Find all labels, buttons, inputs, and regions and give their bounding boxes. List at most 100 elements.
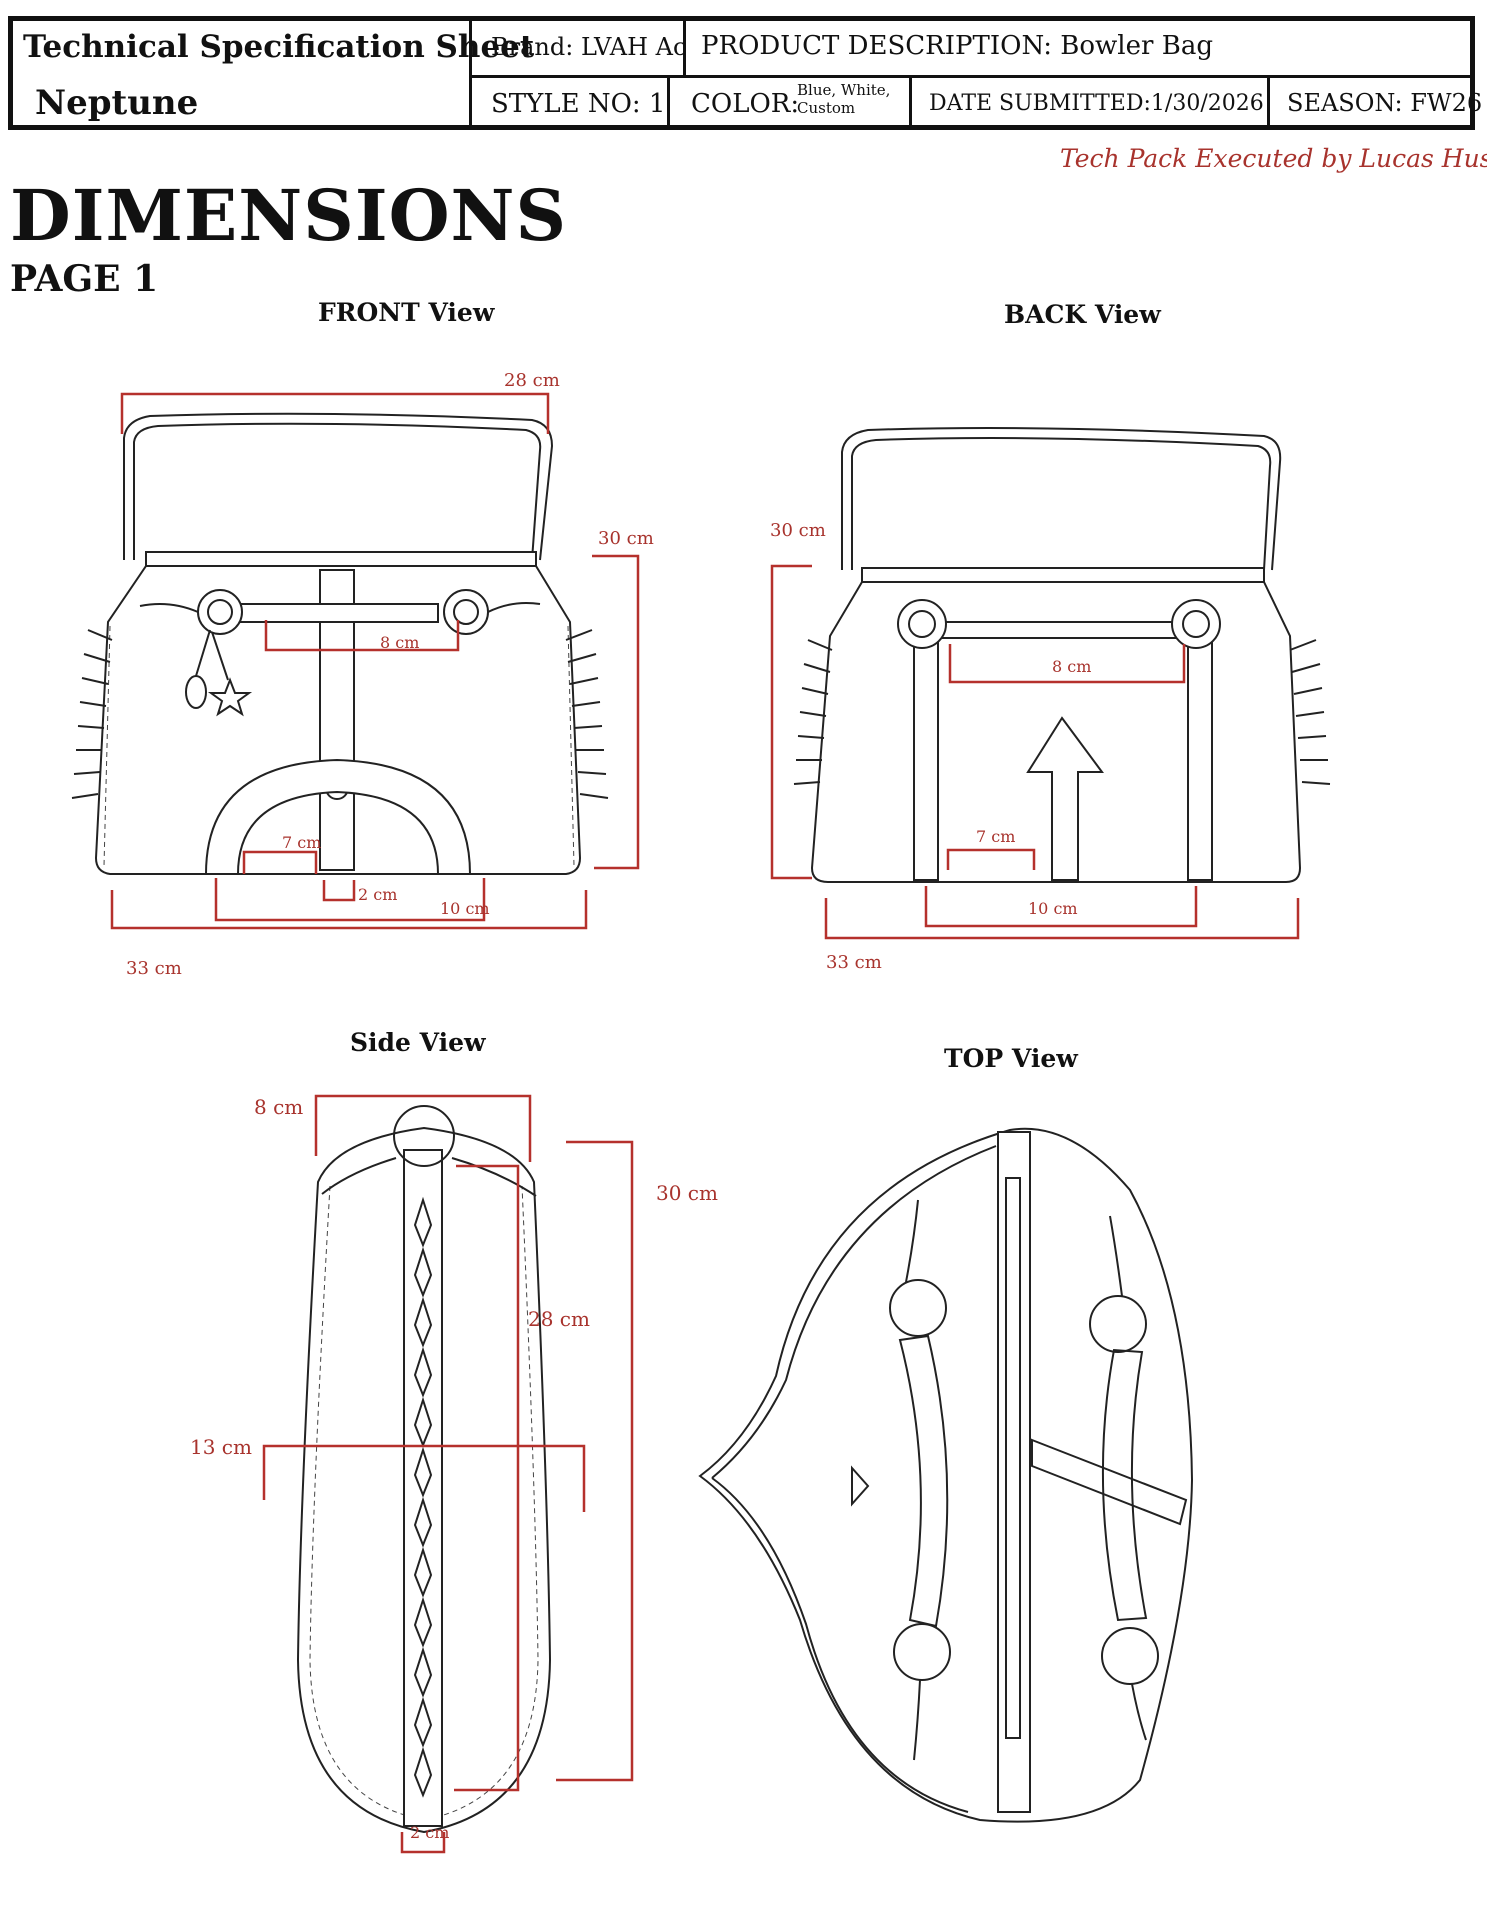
header-divider	[683, 21, 686, 75]
dim-line-2cm	[322, 880, 356, 902]
front-cross-strap	[235, 603, 439, 623]
top-o-ring	[889, 1279, 947, 1337]
front-view-title: FRONT View	[318, 298, 495, 327]
dim-line-28cm	[454, 1164, 520, 1792]
back-handle	[841, 427, 1282, 571]
dim-label: 13 cm	[190, 1435, 252, 1459]
top-o-ring	[893, 1623, 951, 1681]
front-handle	[123, 412, 554, 561]
header-divider	[909, 75, 912, 125]
front-rope	[139, 602, 541, 613]
color-value-line1: Blue, White,	[797, 81, 891, 99]
back-strap-left	[913, 629, 939, 881]
date-submitted-field: DATE SUBMITTED:1/30/2026	[929, 91, 1264, 116]
style-name: Neptune	[35, 83, 199, 123]
dim-label: 33 cm	[826, 952, 882, 973]
dim-line-7cm	[242, 850, 318, 874]
top-handle-curve	[711, 1145, 997, 1479]
top-strap-right	[1101, 1348, 1148, 1622]
back-strap-right	[1187, 629, 1213, 881]
dim-label: 8 cm	[254, 1095, 303, 1119]
page-number: PAGE 1	[10, 258, 159, 300]
dim-label: 30 cm	[770, 520, 826, 541]
top-o-ring	[1101, 1627, 1159, 1685]
header-divider	[1267, 75, 1270, 125]
dim-line-8cm	[264, 620, 460, 652]
season-field: SEASON: FW26	[1287, 89, 1483, 117]
header-divider	[469, 75, 1475, 78]
top-zipper-track	[1005, 1177, 1021, 1739]
dim-line-7cm	[946, 848, 1036, 870]
style-no-field: STYLE NO: 1	[491, 89, 666, 119]
back-top-rim	[861, 567, 1265, 583]
sheet-title: Technical Specification Sheet	[23, 29, 535, 65]
credit-line: Tech Pack Executed by Lucas Husch	[1060, 144, 1487, 173]
back-view-drawing: 30 cm 8 cm 7 cm 10 cm 33 cm	[770, 427, 1331, 973]
back-o-ring-right	[1171, 599, 1221, 649]
dim-line-30cm	[770, 564, 812, 880]
dim-label: 2 cm	[410, 1823, 449, 1842]
dim-line-30cm	[556, 1140, 634, 1782]
side-stitch	[309, 1185, 539, 1821]
back-o-ring-right-inner	[1182, 610, 1210, 638]
dim-line-33cm	[110, 890, 588, 930]
top-rope	[905, 1199, 1147, 1761]
dim-label: 33 cm	[126, 958, 182, 979]
back-spikes-right	[1289, 639, 1331, 785]
charm-star	[207, 677, 253, 717]
dim-label: 30 cm	[598, 528, 654, 549]
dim-line-8cm	[314, 1094, 532, 1162]
color-value-line2: Custom	[797, 99, 856, 117]
dim-line-2cm	[400, 1832, 446, 1854]
side-rope	[321, 1157, 537, 1197]
dim-label: 8 cm	[1052, 657, 1091, 676]
color-label: COLOR:	[691, 89, 800, 119]
top-handle-curve-lower	[711, 1477, 969, 1813]
back-cross-strap	[937, 621, 1189, 639]
dim-label: 8 cm	[380, 633, 419, 652]
front-top-rim	[145, 551, 537, 567]
back-spikes-left	[793, 639, 833, 785]
top-outline	[698, 1127, 1194, 1823]
top-view-drawing	[698, 1127, 1194, 1823]
front-o-ring-right-inner	[453, 599, 479, 625]
spec-header-table: Technical Specification Sheet Neptune Br…	[8, 16, 1482, 130]
front-view-drawing: 28 cm 30 cm 8 cm 7 cm 2 cm 10 cm 33 cm	[71, 370, 654, 979]
dim-label: 30 cm	[656, 1181, 718, 1205]
back-arrow-patch	[1026, 716, 1104, 881]
back-o-ring-left	[897, 599, 947, 649]
top-o-ring	[1089, 1295, 1147, 1353]
product-description-label: PRODUCT DESCRIPTION:	[701, 31, 1053, 61]
dim-label: 7 cm	[282, 833, 321, 852]
front-spikes-right	[565, 629, 609, 799]
page-title: DIMENSIONS	[10, 174, 568, 257]
dim-label: 2 cm	[358, 885, 397, 904]
dim-line-10cm	[924, 886, 1198, 928]
dim-label: 7 cm	[976, 827, 1015, 846]
front-stitch	[103, 625, 575, 867]
dim-line-8cm	[948, 644, 1186, 684]
dim-label: 10 cm	[1028, 899, 1078, 918]
back-o-ring-left-inner	[908, 610, 936, 638]
color-value: Blue, White, Custom	[797, 81, 907, 117]
side-view-title: Side View	[350, 1028, 486, 1057]
front-handle-inner	[133, 422, 542, 561]
header-divider	[667, 75, 670, 125]
dim-line-30cm	[592, 554, 640, 870]
side-d-ring	[393, 1105, 455, 1167]
dim-line-10cm	[214, 878, 486, 922]
product-description-field: PRODUCT DESCRIPTION: Bowler Bag	[701, 31, 1213, 61]
side-view-drawing: 8 cm 30 cm 28 cm 13 cm 2 cm	[190, 1094, 718, 1854]
front-horseshoe	[204, 758, 472, 875]
front-spikes-left	[71, 629, 113, 799]
dim-line-13cm	[262, 1444, 586, 1512]
header-divider	[469, 21, 472, 125]
dim-label: 28 cm	[504, 370, 560, 391]
product-description-value: Bowler Bag	[1060, 31, 1213, 61]
dim-label: 28 cm	[528, 1307, 590, 1331]
brand-field: Brand: LVAH Acce	[491, 33, 687, 61]
dim-line-28cm	[120, 392, 550, 434]
top-strap-left	[898, 1334, 949, 1628]
top-triangle-patch	[851, 1465, 870, 1507]
